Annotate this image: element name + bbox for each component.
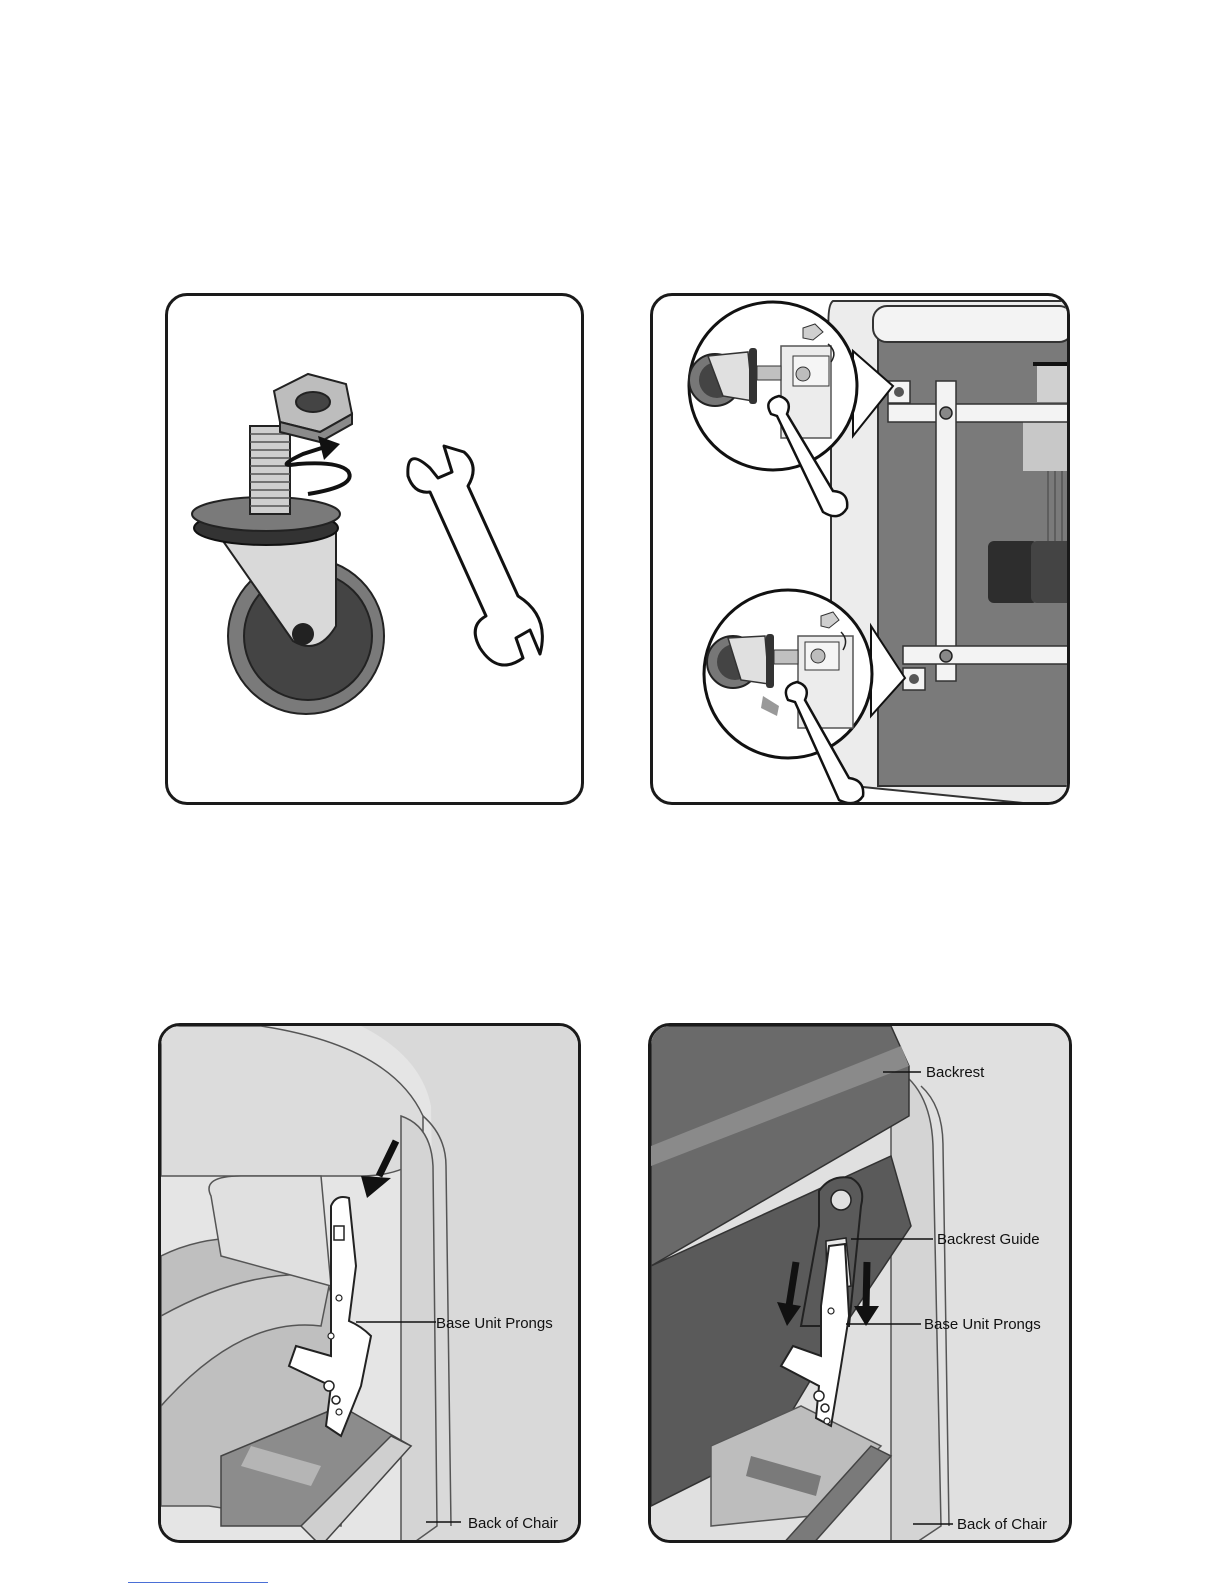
caster-installation-illustration xyxy=(653,296,1070,805)
hex-nut-icon xyxy=(274,374,352,442)
caster-removal-illustration xyxy=(168,296,584,805)
label-base-unit-prongs: Base Unit Prongs xyxy=(436,1315,553,1332)
panel-backrest-attach: Backrest Backrest Guide Base Unit Prongs… xyxy=(648,1023,1072,1543)
label-backrest-guide: Backrest Guide xyxy=(937,1231,1040,1248)
panel-base-unit-prongs: Base Unit Prongs Back of Chair xyxy=(158,1023,581,1543)
footer-link-underline xyxy=(128,1582,268,1583)
caster-wheel-icon xyxy=(192,497,384,714)
backrest-attach-illustration: Backrest Backrest Guide Base Unit Prongs… xyxy=(651,1026,1072,1543)
label-back-of-chair: Back of Chair xyxy=(468,1515,558,1532)
label-base-unit-prongs: Base Unit Prongs xyxy=(924,1316,1041,1333)
label-back-of-chair: Back of Chair xyxy=(957,1516,1047,1533)
base-unit-prongs-illustration: Base Unit Prongs Back of Chair xyxy=(161,1026,581,1543)
wrench-icon xyxy=(408,446,543,665)
rotate-arrow-icon xyxy=(287,436,350,494)
panel-caster-installation xyxy=(650,293,1070,805)
threaded-stem xyxy=(250,426,290,514)
panel-caster-removal xyxy=(165,293,584,805)
label-backrest: Backrest xyxy=(926,1064,985,1081)
